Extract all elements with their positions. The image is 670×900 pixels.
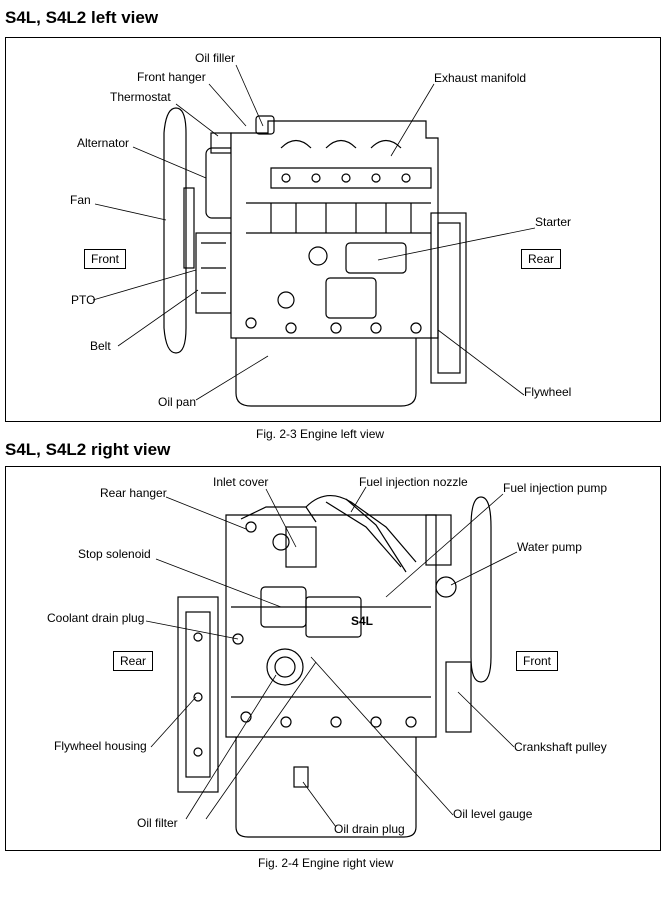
starter-label: Starter — [535, 215, 572, 229]
front-direction-box: Front — [84, 249, 127, 269]
rear-direction-box: Rear — [113, 651, 154, 671]
coolant-drain-plug-label: Coolant drain plug — [47, 611, 145, 625]
thermostat-label: Thermostat — [110, 90, 171, 104]
left-view-caption: Fig. 2-3 Engine left view — [256, 427, 385, 441]
left-view-figure: Front Rear Oil filler Front hanger Therm… — [5, 37, 661, 422]
rear-hanger-label: Rear hanger — [100, 486, 167, 500]
fuel-injection-nozzle-label: Fuel injection nozzle — [359, 475, 468, 489]
oil-filler-label: Oil filler — [195, 51, 236, 65]
right-engine-drawing — [177, 495, 492, 838]
right-view-caption: Fig. 2-4 Engine right view — [258, 856, 394, 870]
stop-solenoid-label: Stop solenoid — [78, 547, 151, 561]
left-engine-drawing — [163, 107, 467, 407]
inlet-cover-label: Inlet cover — [213, 475, 269, 489]
alternator-label: Alternator — [77, 136, 130, 150]
water-pump-label: Water pump — [517, 540, 582, 554]
flywheel-label: Flywheel — [524, 385, 572, 399]
front-direction-box: Front — [516, 651, 559, 671]
rear-direction-box: Rear — [521, 249, 562, 269]
pto-label: PTO — [71, 293, 96, 307]
oil-drain-plug-label: Oil drain plug — [334, 822, 405, 836]
fan-label: Fan — [70, 193, 91, 207]
right-view-figure: Rear Front S4L Inlet cover Fuel injectio… — [5, 466, 661, 851]
front-hanger-label: Front hanger — [137, 70, 206, 84]
oil-pan-label: Oil pan — [158, 395, 197, 409]
left-view-title: S4L, S4L2 left view — [5, 8, 159, 27]
oil-filter-label: Oil filter — [137, 816, 178, 830]
belt-label: Belt — [90, 339, 111, 353]
engine-model-badge: S4L — [351, 614, 374, 628]
flywheel-housing-label: Flywheel housing — [54, 739, 147, 753]
crankshaft-pulley-label: Crankshaft pulley — [514, 740, 607, 754]
right-view-title: S4L, S4L2 right view — [5, 440, 171, 459]
oil-level-gauge-label: Oil level gauge — [453, 807, 533, 821]
exhaust-manifold-label: Exhaust manifold — [434, 71, 527, 85]
fuel-injection-pump-label: Fuel injection pump — [503, 481, 608, 495]
